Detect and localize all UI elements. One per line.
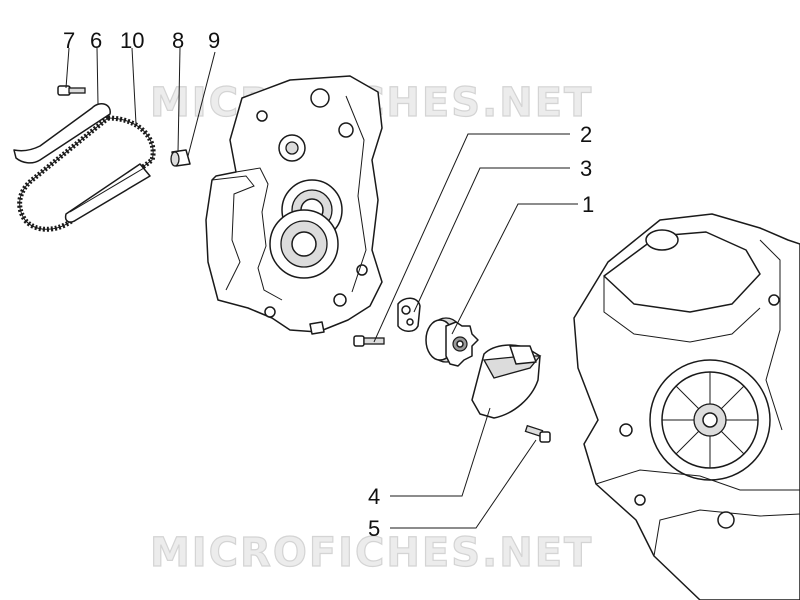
bushing-part-8 xyxy=(170,149,191,167)
callout-1: 1 xyxy=(582,192,594,217)
callout-7: 7 xyxy=(63,28,75,53)
oil-pump-part-1 xyxy=(425,317,479,367)
callout-8: 8 xyxy=(172,28,184,53)
bolt-part-7 xyxy=(57,85,86,96)
callout-4: 4 xyxy=(368,484,380,509)
chain-guide-rail xyxy=(64,163,151,223)
callout-6: 6 xyxy=(90,28,102,53)
gasket-part-3 xyxy=(397,297,421,332)
pump-cover-part-4 xyxy=(471,344,542,419)
timing-chain-assembly xyxy=(13,85,191,232)
crankcase-half-right xyxy=(573,213,800,600)
callout-2: 2 xyxy=(580,122,592,147)
bolt-part-2 xyxy=(353,335,385,347)
callout-labels: 7 6 10 8 9 2 3 1 4 5 xyxy=(63,28,594,541)
callout-5: 5 xyxy=(368,516,380,541)
bolt-part-5 xyxy=(524,424,551,443)
callout-9: 9 xyxy=(208,28,220,53)
callout-3: 3 xyxy=(580,156,592,181)
watermark-bottom: MICROFICHES.NET xyxy=(150,530,593,576)
callout-10: 10 xyxy=(120,28,144,53)
chain-tensioner-guide-part-6 xyxy=(13,103,111,164)
crankcase-half-left xyxy=(205,75,383,335)
leader-lines xyxy=(65,47,578,529)
